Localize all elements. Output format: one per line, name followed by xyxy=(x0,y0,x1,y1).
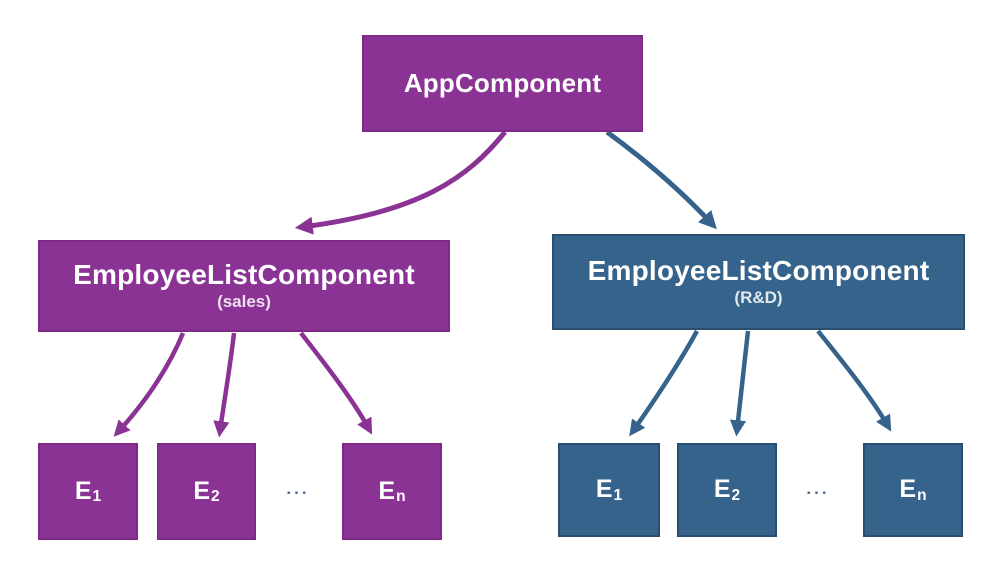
sales-employee-n-label: En xyxy=(378,477,405,507)
arrow-rnd-to-e1 xyxy=(629,329,699,437)
arrow-sales-to-e1 xyxy=(113,332,186,437)
employee-base: E xyxy=(595,475,613,504)
employee-base: E xyxy=(713,475,731,504)
arrow-rnd-to-e2 xyxy=(729,330,751,437)
rnd-ellipsis: ... xyxy=(806,479,830,498)
employee-list-rnd-label: EmployeeListComponent xyxy=(587,254,930,286)
rnd-employee-1-label: E1 xyxy=(596,475,622,505)
employee-list-sales-label: EmployeeListComponent xyxy=(73,258,415,290)
employee-list-rnd-sublabel: (R&D) xyxy=(734,288,783,308)
node-rnd-employee-n: En xyxy=(863,443,963,537)
employee-list-sales-sublabel: (sales) xyxy=(217,292,271,312)
node-app-component: AppComponent xyxy=(362,35,643,132)
employee-base: E xyxy=(193,476,211,505)
employee-subscript: 2 xyxy=(731,486,741,504)
arrow-sales-to-e2 xyxy=(213,332,237,438)
node-employee-list-rnd: EmployeeListComponent (R&D) xyxy=(552,234,965,330)
employee-subscript: 2 xyxy=(211,488,220,506)
rnd-employee-2-label: E2 xyxy=(714,475,740,505)
node-sales-employee-n: En xyxy=(342,443,442,540)
node-rnd-employee-2: E2 xyxy=(677,443,777,537)
sales-employee-2-label: E2 xyxy=(193,477,219,507)
employee-base: E xyxy=(378,476,396,505)
arrow-sales-to-en xyxy=(299,331,373,435)
employee-base: E xyxy=(74,476,92,505)
arrow-rnd-to-en xyxy=(816,329,892,432)
employee-subscript: 1 xyxy=(92,488,102,506)
employee-subscript: n xyxy=(396,488,406,506)
arrow-app-to-rnd-list xyxy=(605,129,717,230)
node-sales-employee-1: E1 xyxy=(38,443,138,540)
employee-subscript: n xyxy=(917,486,927,504)
node-employee-list-sales: EmployeeListComponent (sales) xyxy=(38,240,450,332)
app-component-label: AppComponent xyxy=(403,68,602,98)
arrow-app-to-sales-list xyxy=(294,130,507,235)
sales-ellipsis: ... xyxy=(286,479,310,498)
node-rnd-employee-1: E1 xyxy=(558,443,660,537)
node-sales-employee-2: E2 xyxy=(157,443,256,540)
employee-subscript: 1 xyxy=(613,486,623,504)
rnd-employee-n-label: En xyxy=(899,475,926,505)
employee-base: E xyxy=(899,475,917,504)
sales-employee-1-label: E1 xyxy=(75,477,101,507)
